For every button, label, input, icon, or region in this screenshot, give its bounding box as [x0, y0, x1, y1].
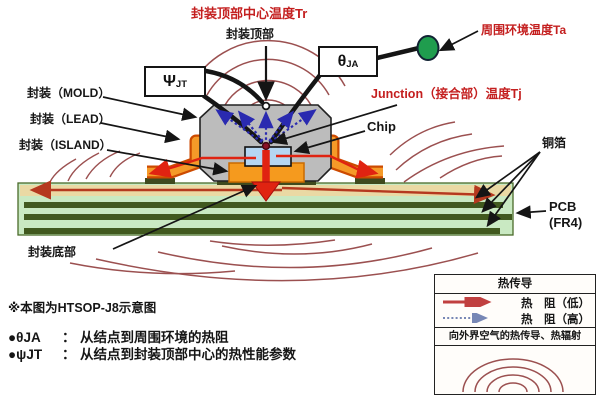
legend-solid-arrow-icon	[440, 290, 498, 314]
label-copper-foil: 铜箔	[542, 136, 567, 150]
legend-title: 热传导	[435, 275, 595, 294]
left-land-pad	[145, 178, 175, 184]
label-pcb: PCB	[549, 199, 577, 214]
label-chip: Chip	[367, 119, 396, 134]
radiation-ripples-left-icon	[49, 150, 141, 183]
radiation-ripples-bottom-icon	[69, 239, 479, 282]
bullet-psi-desc: 从结点到封装顶部中心的热性能参数	[80, 347, 296, 362]
legend-radiation-icon	[435, 346, 595, 394]
bullet-psi-jt: ●ψJT ： 从结点到封装顶部中心的热性能参数	[8, 346, 296, 363]
package-top-center-point	[261, 101, 271, 111]
label-pcb-fr4: (FR4)	[549, 215, 583, 230]
label-island: 封装（ISLAND）	[19, 138, 112, 152]
bullet-list: ●θJA ： 从结点到周围环境的热阻 ●ψJT ： 从结点到封装顶部中心的热性能…	[8, 329, 296, 363]
label-mold: 封装（MOLD）	[27, 86, 111, 100]
theta-subscript: JA	[346, 59, 359, 70]
label-ambient-temp: 周围环境温度Ta	[481, 23, 567, 37]
heat-arrow-down-icon	[251, 150, 281, 202]
radiation-ripples-right-icon	[389, 121, 505, 183]
bullet-psi-term: ●ψJT	[8, 347, 43, 362]
lead-heat-arrows-icon	[148, 154, 379, 179]
legend-radiation-label: 向外界空气的热传导、热辐射	[435, 328, 595, 346]
psi-symbol: Ψ	[162, 72, 176, 90]
right-land-pad	[355, 178, 385, 184]
pcb-heat-spread-arrows	[29, 180, 496, 204]
legend-rows: 热 阻（低） 热 阻（高）	[435, 290, 595, 328]
label-package-bottom: 封装底部	[28, 245, 77, 259]
label-package-top: 封装顶部	[226, 27, 275, 41]
legend-low-label: 热 阻（低）	[521, 298, 590, 310]
pcb-copper-layers	[24, 202, 512, 234]
psi-subscript: JT	[175, 79, 188, 90]
notes-block: ※本图为HTSOP-J8示意图 ●θJA ： 从结点到周围环境的热阻 ●ψJT …	[8, 297, 296, 363]
bullet-theta-desc: 从结点到周围环境的热阻	[80, 330, 229, 345]
heat-arrows-dotted-icon	[215, 109, 317, 146]
label-junction-temp: Junction（接合部）温度Tj	[371, 87, 522, 101]
label-lead: 封装（LEAD）	[30, 112, 111, 126]
label-package-top-center-temp: 封装顶部中心温度Tr	[191, 6, 308, 21]
theta-symbol: θ	[337, 52, 347, 70]
legend-row-high: 热 阻（高）	[440, 311, 590, 327]
note-line: ※本图为HTSOP-J8示意图	[8, 301, 157, 315]
junction-point	[261, 141, 271, 151]
legend-box: 热传导 热 阻（低）	[434, 274, 596, 395]
ambient-node	[416, 35, 440, 61]
bullet-theta-term: ●θJA	[8, 330, 41, 345]
legend-high-label: 热 阻（高）	[521, 314, 590, 326]
label-pointer-arrows	[100, 30, 547, 250]
bullet-theta-sep: ：	[62, 330, 76, 345]
bullet-psi-sep: ：	[62, 347, 76, 362]
legend-row-low: 热 阻（低）	[440, 290, 590, 314]
legend-dotted-arrow-icon	[440, 310, 498, 328]
bullet-theta-ja: ●θJA ： 从结点到周围环境的热阻	[8, 329, 296, 346]
